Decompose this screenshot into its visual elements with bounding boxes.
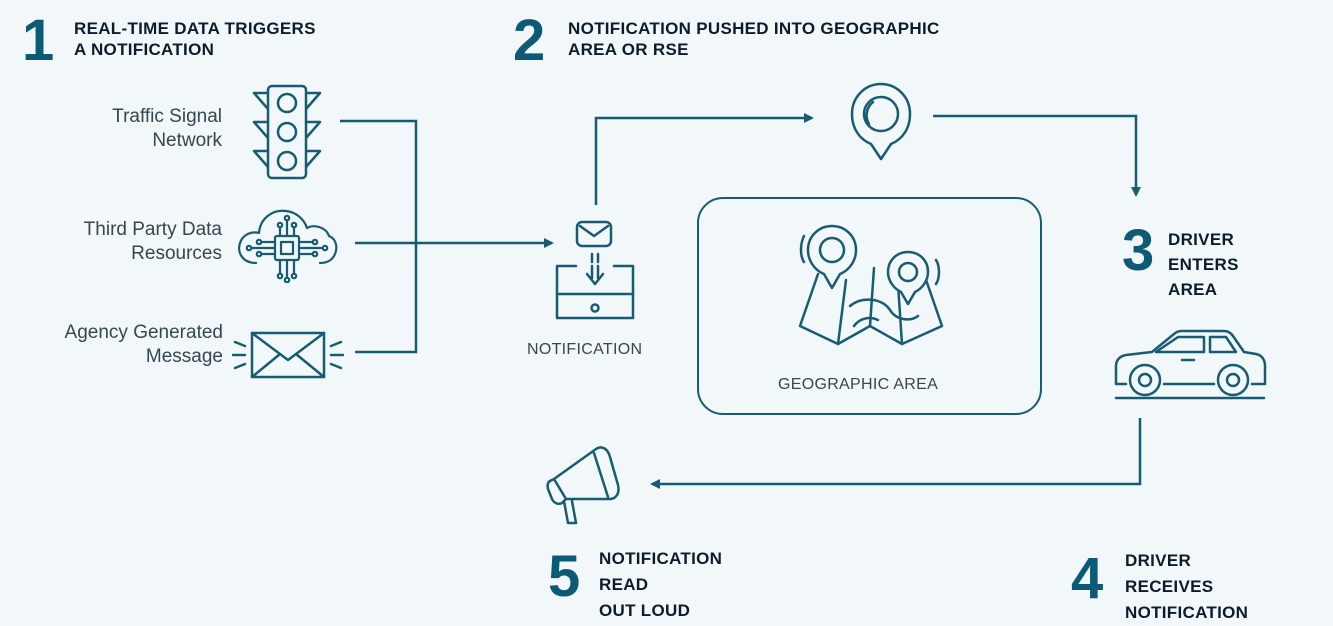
envelope-icon xyxy=(232,331,344,379)
geographic-area-caption: GEOGRAPHIC AREA xyxy=(778,376,939,393)
source-label-agency: Agency Generated Message xyxy=(65,321,223,369)
step-4-title-line: RECEIVES xyxy=(1125,577,1214,596)
source-label-traffic: Traffic Signal Network xyxy=(112,105,222,153)
step-2-title-line: NOTIFICATION PUSHED INTO GEOGRAPHIC xyxy=(568,19,940,38)
step-5-title-line: READ xyxy=(599,575,649,594)
megaphone-icon xyxy=(546,446,620,525)
step-2-number: 2 xyxy=(513,8,546,73)
source-label-line: Third Party Data xyxy=(83,219,222,240)
step-4-title: DRIVER RECEIVES NOTIFICATION xyxy=(1125,548,1248,626)
source-label-line: Traffic Signal xyxy=(112,106,222,127)
step-3-number: 3 xyxy=(1122,218,1155,283)
step-5-title-line: NOTIFICATION xyxy=(599,549,723,568)
step-3-title: DRIVER ENTERS AREA xyxy=(1168,227,1239,302)
step-2-title-line: AREA OR RSE xyxy=(568,40,689,59)
step-1-number: 1 xyxy=(22,8,55,73)
step-1-title-line: A NOTIFICATION xyxy=(74,40,215,59)
step-1-title-line: REAL-TIME DATA TRIGGERS xyxy=(74,19,316,38)
connector-traffic xyxy=(340,119,418,243)
connector-agency xyxy=(355,243,418,354)
notification-caption: NOTIFICATION xyxy=(527,341,643,358)
map-pins-icon xyxy=(798,224,944,346)
source-label-line: Message xyxy=(145,346,223,367)
traffic-light-icon xyxy=(252,84,322,180)
step-5-title: NOTIFICATION READ OUT LOUD xyxy=(599,546,722,624)
step-4-number: 4 xyxy=(1071,546,1104,611)
step-4-title-line: NOTIFICATION xyxy=(1125,603,1249,622)
connector-driver-to-speaker xyxy=(650,418,1142,489)
connector-pin-to-driver xyxy=(933,114,1141,197)
step-3-title-line: DRIVER xyxy=(1168,230,1235,249)
source-label-line: Resources xyxy=(131,243,222,264)
notification-inbox-icon xyxy=(555,220,635,320)
source-label-third-party: Third Party Data Resources xyxy=(84,218,222,266)
connector-notification-to-pin xyxy=(594,113,814,205)
location-pin-icon xyxy=(850,82,912,161)
source-label-line: Network xyxy=(152,130,222,151)
step-4-title-line: DRIVER xyxy=(1125,551,1192,570)
cloud-chip-icon xyxy=(238,209,338,283)
source-label-line: Agency Generated xyxy=(64,322,223,343)
car-icon xyxy=(1114,329,1267,400)
step-5-title-line: OUT LOUD xyxy=(599,601,691,620)
geographic-area-box xyxy=(697,197,1042,415)
step-3-title-line: AREA xyxy=(1168,280,1218,299)
step-3-title-line: ENTERS xyxy=(1168,255,1239,274)
step-1-title: REAL-TIME DATA TRIGGERS A NOTIFICATION xyxy=(74,18,316,60)
step-2-title: NOTIFICATION PUSHED INTO GEOGRAPHIC AREA… xyxy=(568,18,940,60)
step-5-number: 5 xyxy=(548,544,581,609)
